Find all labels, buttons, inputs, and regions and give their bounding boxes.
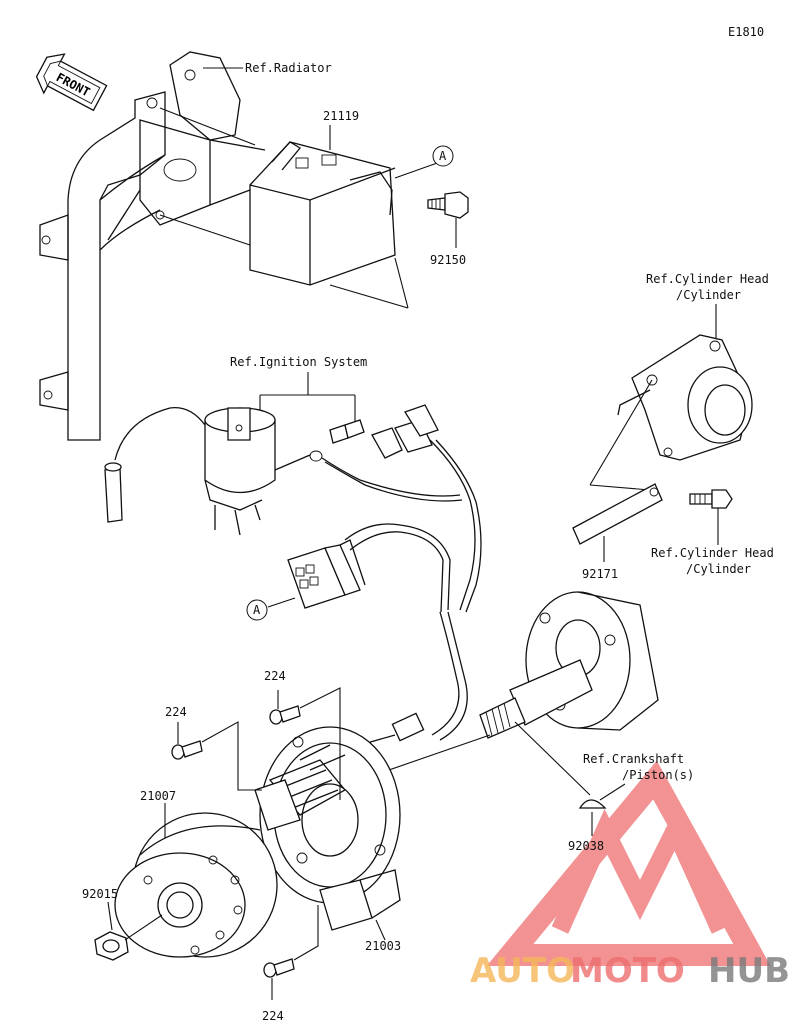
ref-cyl-head-1-line1: Ref.Cylinder Head: [646, 272, 769, 286]
cylinder-head-part: [617, 334, 753, 461]
bracket-92171: [572, 483, 663, 545]
screw-224-bottom: [263, 958, 295, 978]
part-224-bottom-label: 224: [262, 1009, 284, 1023]
part-92150-label: 92150: [430, 253, 466, 267]
part-224-left-label: 224: [165, 705, 187, 719]
diagram-code: E1810: [728, 25, 764, 39]
stator-21003: [254, 726, 401, 931]
screw-224-left: [171, 740, 203, 760]
nut-92015: [94, 931, 129, 961]
key-92038: [578, 799, 607, 809]
watermark-logo: [486, 760, 771, 966]
screw-224-top: [269, 705, 301, 725]
svg-text:A: A: [253, 603, 261, 617]
ignition-lead: [104, 406, 206, 523]
part-92015-label: 92015: [82, 887, 118, 901]
part-92171-label: 92171: [582, 567, 618, 581]
part-21003-label: 21003: [365, 939, 401, 953]
front-arrow-icon: FRONT: [35, 53, 108, 112]
ref-radiator-label: Ref.Radiator: [245, 61, 332, 75]
ref-crank-line1: Ref.Crankshaft: [583, 752, 684, 766]
callout-a-top: A: [432, 145, 454, 167]
connector-a: [287, 539, 366, 609]
frame-bracket: [39, 51, 266, 441]
watermark-moto: MOTO: [570, 951, 685, 991]
watermark-hub: HUB: [708, 951, 790, 991]
cdi-unit-21119: [249, 141, 396, 286]
ignition-coil: [204, 407, 276, 536]
part-224-top-label: 224: [264, 669, 286, 683]
ref-cyl-head-1-line2: /Cylinder: [676, 288, 741, 302]
ref-ignition-label: Ref.Ignition System: [230, 355, 367, 369]
part-21119-label: 21119: [323, 109, 359, 123]
svg-text:A: A: [439, 149, 447, 163]
wiring-harness: [274, 404, 482, 746]
ref-cyl-head-2-line2: /Cylinder: [686, 562, 751, 576]
ref-cyl-head-2-line1: Ref.Cylinder Head: [651, 546, 774, 560]
callout-a-bottom: A: [246, 599, 268, 621]
watermark-wordmark: AUTO MOTO HUB: [470, 951, 790, 991]
part-92038-label: 92038: [568, 839, 604, 853]
bolt-92150: [427, 191, 469, 219]
cylinder-head-bolt: [689, 489, 733, 509]
rotor-21007: [114, 812, 278, 958]
watermark-auto: AUTO: [470, 951, 575, 991]
ref-crank-line2: /Piston(s): [622, 768, 694, 782]
watermark-m-shape: [551, 809, 729, 934]
coil-bolt: [329, 419, 365, 444]
part-21007-label: 21007: [140, 789, 176, 803]
crankshaft-flywheel-side: [479, 591, 659, 739]
